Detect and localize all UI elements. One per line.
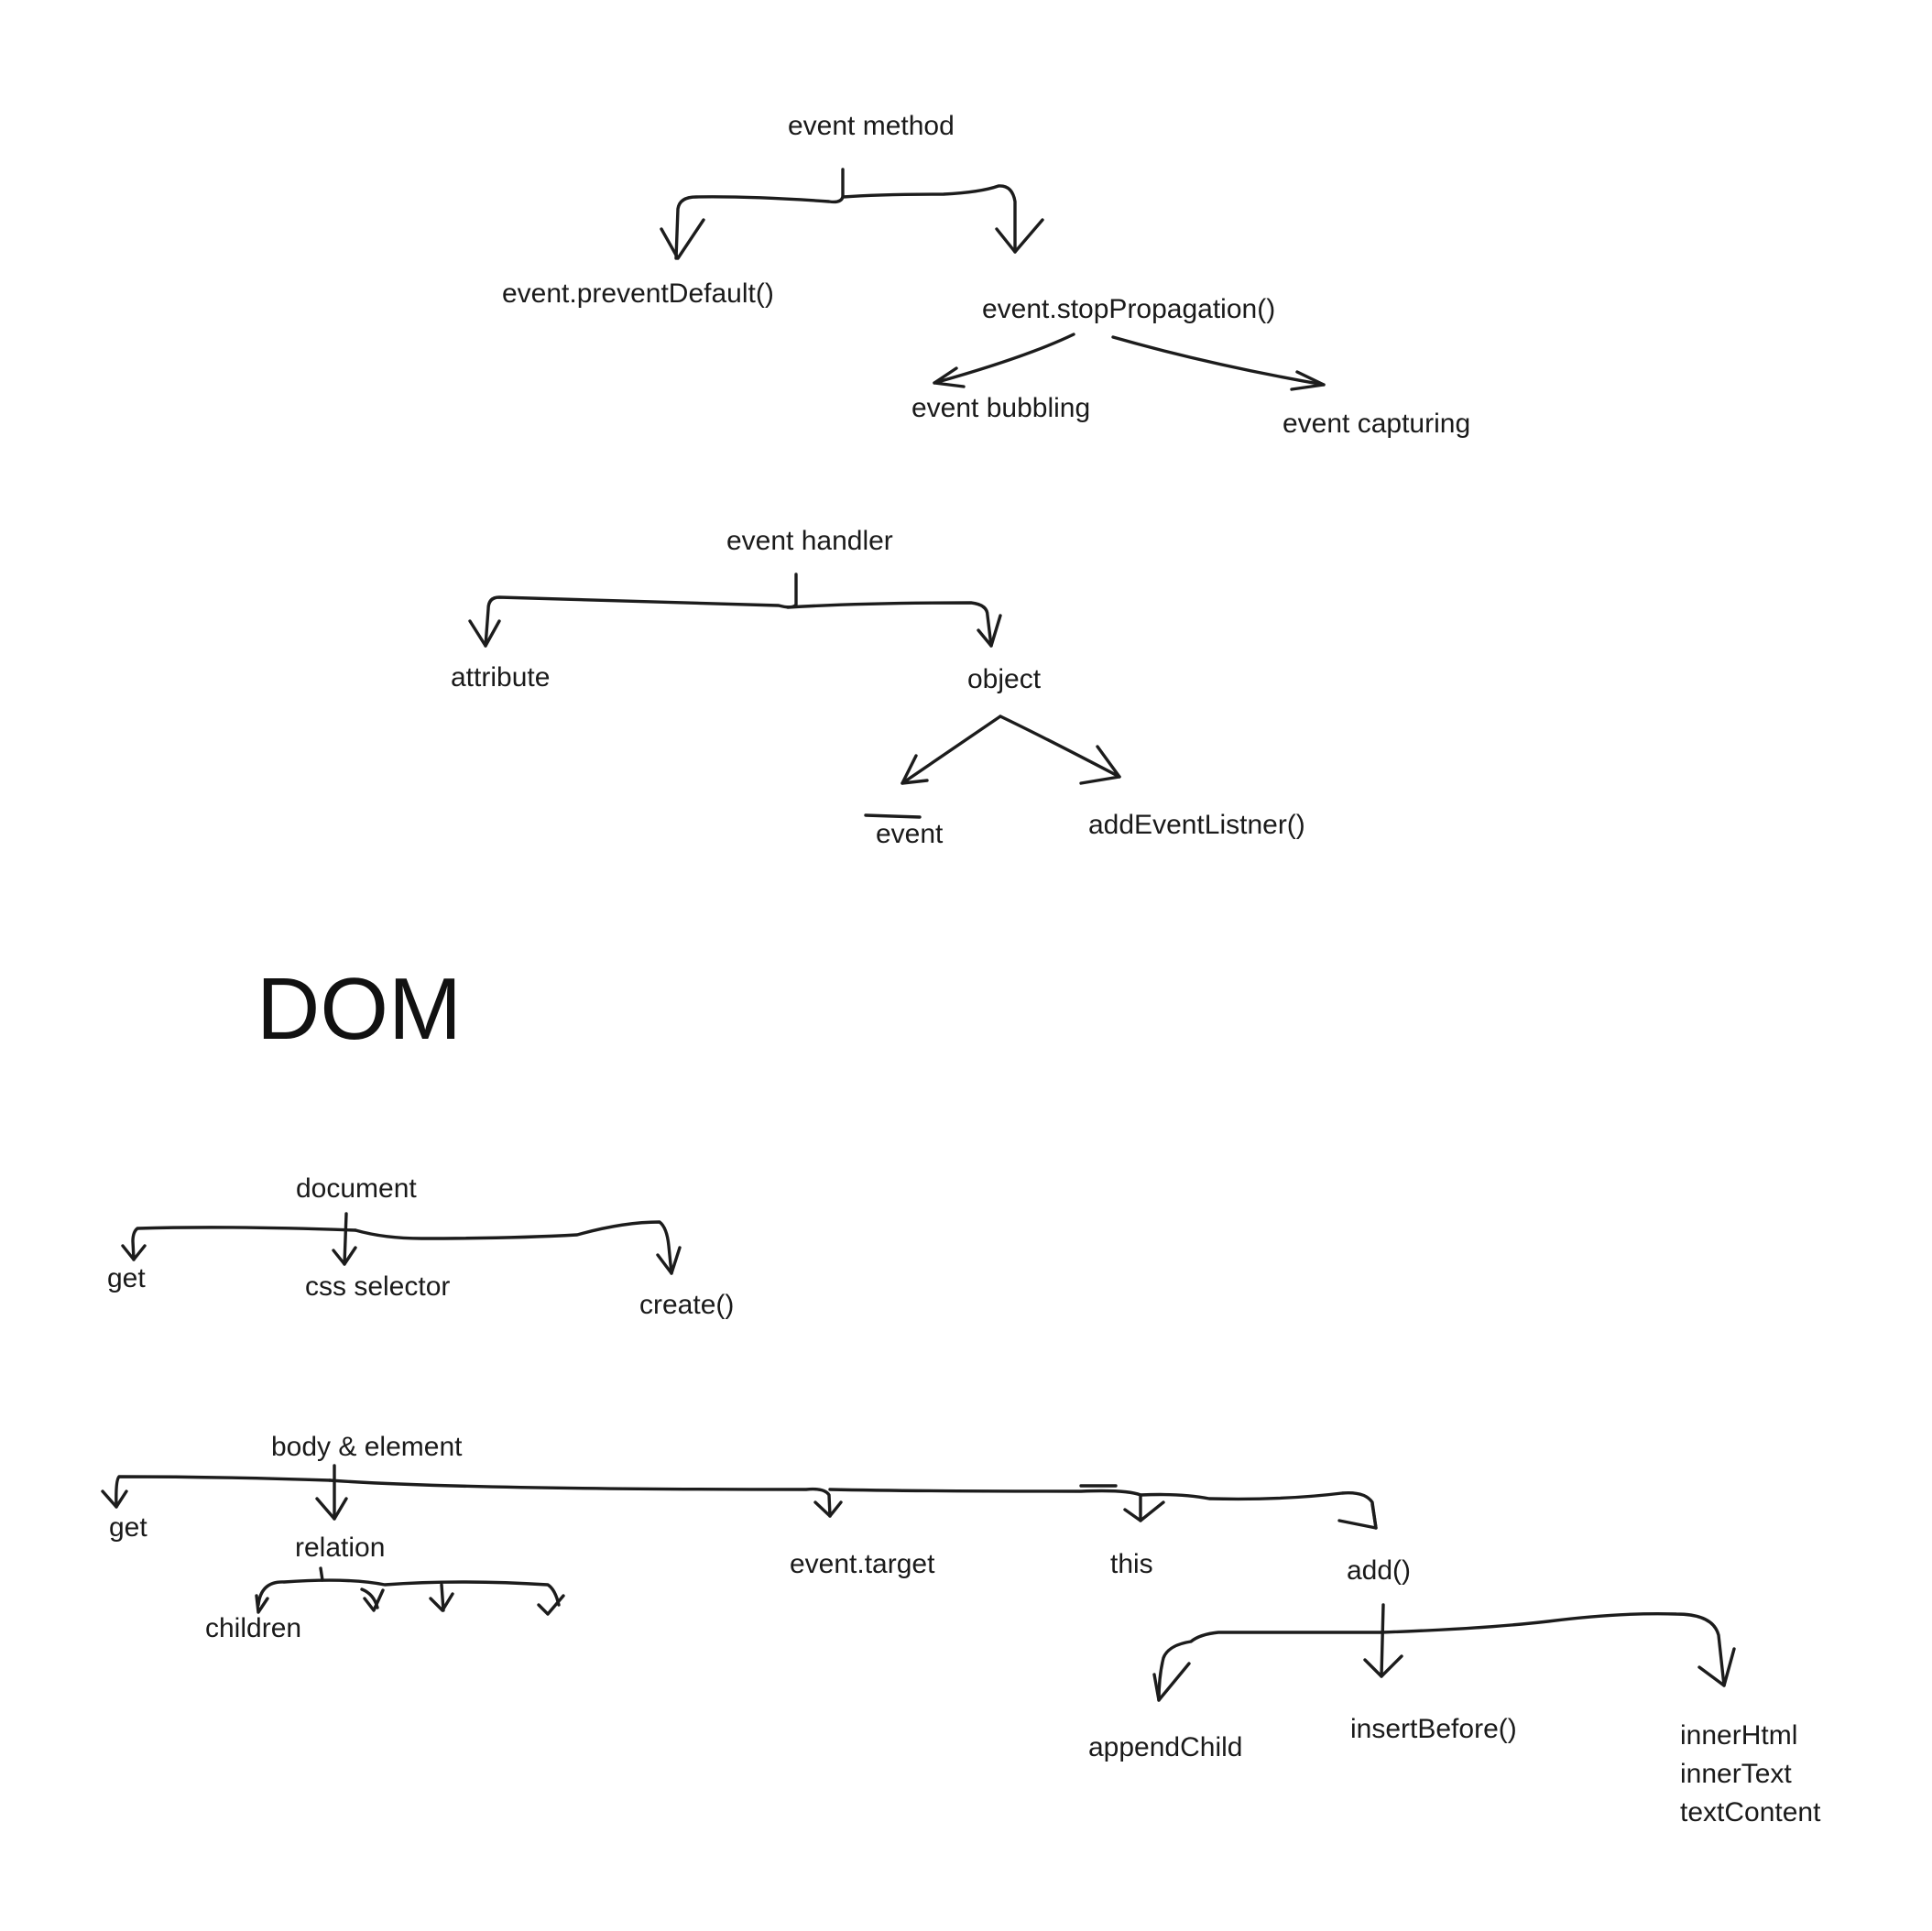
event-handler-connectors bbox=[468, 573, 1002, 648]
node-event-capturing: event capturing bbox=[1283, 409, 1471, 439]
event-method-connectors bbox=[660, 168, 1044, 260]
node-body-get: get bbox=[109, 1512, 147, 1543]
add-connectors bbox=[1152, 1603, 1736, 1702]
node-this: this bbox=[1110, 1549, 1153, 1579]
node-event-bubbling: event bubbling bbox=[911, 393, 1091, 423]
document-connectors bbox=[121, 1212, 682, 1275]
node-event-handler: event handler bbox=[726, 526, 893, 556]
prop-text-content: textContent bbox=[1680, 1797, 1821, 1827]
node-event: event bbox=[876, 819, 944, 849]
body-element-connectors bbox=[101, 1464, 1378, 1530]
node-document-get: get bbox=[107, 1263, 146, 1293]
node-document: document bbox=[296, 1173, 417, 1204]
object-connectors bbox=[864, 715, 1121, 819]
node-append-child: appendChild bbox=[1088, 1732, 1243, 1762]
relation-connectors bbox=[255, 1566, 565, 1616]
node-create: create() bbox=[639, 1290, 735, 1320]
node-children: children bbox=[205, 1613, 302, 1643]
node-object: object bbox=[967, 664, 1042, 694]
node-css-selector: css selector bbox=[305, 1271, 451, 1302]
node-insert-before: insertBefore() bbox=[1350, 1714, 1517, 1744]
node-event-target: event.target bbox=[790, 1549, 935, 1579]
node-content-props: innerHtml innerText textContent bbox=[1680, 1717, 1820, 1832]
dom-heading: DOM bbox=[257, 960, 462, 1058]
node-body-element: body & element bbox=[271, 1432, 463, 1462]
node-event-method: event method bbox=[788, 111, 955, 141]
node-attribute: attribute bbox=[451, 662, 551, 693]
node-relation: relation bbox=[295, 1533, 386, 1563]
node-stop-propagation: event.stopPropagation() bbox=[982, 294, 1276, 324]
prop-inner-text: innerText bbox=[1680, 1759, 1792, 1789]
node-add-event-listener: addEventListner() bbox=[1088, 810, 1305, 840]
node-add: add() bbox=[1347, 1555, 1412, 1586]
node-prevent-default: event.preventDefault() bbox=[502, 278, 774, 309]
prop-inner-html: innerHtml bbox=[1680, 1720, 1798, 1751]
stop-propagation-connectors bbox=[933, 333, 1326, 391]
